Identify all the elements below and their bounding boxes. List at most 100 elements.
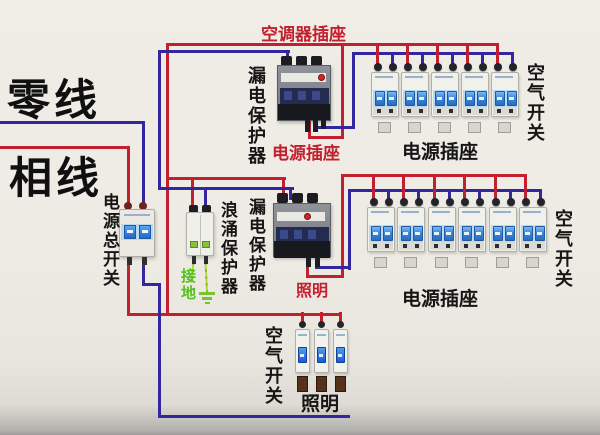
breaker-foot <box>369 242 393 250</box>
wire-p2-blue-out-v <box>348 189 351 270</box>
breaker-toggle <box>298 347 307 363</box>
din-clip <box>526 257 539 268</box>
wire-neutral-trunk-lower <box>158 283 161 418</box>
surge-body <box>186 212 214 256</box>
air-switch-2p-unit <box>488 174 517 270</box>
air-switch-2p-unit <box>401 43 429 135</box>
terminal-cap <box>296 56 307 66</box>
output-pin <box>313 120 318 132</box>
terminal-dot <box>479 63 487 71</box>
phase-drop-wire <box>376 43 379 65</box>
breaker-toggle <box>371 226 381 241</box>
output-pin <box>321 120 326 129</box>
breaker-body <box>371 72 399 117</box>
breaker-foot <box>460 242 485 250</box>
terminal-cap <box>189 205 198 213</box>
terminal-dot <box>404 63 412 71</box>
terminal-dot <box>419 63 427 71</box>
air-switch-row2-label: 空气开关 <box>553 209 573 289</box>
breaker-body <box>314 329 329 373</box>
terminal-cap <box>292 193 303 203</box>
wire-main-blue-out-h <box>142 283 161 286</box>
socket-row1-red-label: 电源插座 <box>272 144 340 163</box>
terminal-cap <box>311 56 322 66</box>
wire-lighting-bus-h <box>127 313 342 316</box>
leakage-protector-top-device <box>277 56 331 136</box>
neutral-drop-wire <box>391 52 394 65</box>
breaker-foot <box>399 242 424 250</box>
breaker-foot <box>403 107 427 115</box>
breaker-toggle <box>504 226 515 241</box>
breaker-toggle <box>462 226 473 241</box>
wire-main-blue-out-v <box>142 252 145 286</box>
terminal-dot <box>318 321 325 328</box>
neutral-drop-wire <box>451 52 454 65</box>
breaker-body <box>519 207 547 252</box>
terminal-dot <box>415 198 424 206</box>
terminal-dot <box>449 63 457 71</box>
terminal-dot <box>430 198 439 206</box>
toggle-section <box>276 227 329 241</box>
test-button <box>304 213 311 220</box>
terminal-cap <box>202 205 211 213</box>
lighting-mid-label: 照明 <box>296 283 329 300</box>
output-pin <box>315 257 320 267</box>
breaker-toggle <box>535 226 545 241</box>
breaker-toggle <box>317 347 326 363</box>
phase-drop-wire <box>301 312 304 323</box>
wire-p2-red-in-h <box>166 177 286 180</box>
air-switch-bottom-label: 空气开关 <box>263 326 283 406</box>
bottom-terminal <box>204 256 208 264</box>
wire-surge-blue-in-v <box>204 187 207 205</box>
phase-drop-wire <box>496 43 499 65</box>
label-strip <box>277 212 325 221</box>
breaker-foot <box>429 242 454 250</box>
protector-body <box>273 203 331 258</box>
air-switch-1p-unit <box>295 312 310 394</box>
air-switch-2p-unit <box>367 174 395 270</box>
socket-row1-label: 电源插座 <box>402 142 479 163</box>
neutral-drop-wire <box>387 189 390 200</box>
terminal-dot <box>299 321 306 328</box>
breaker-body <box>295 329 310 373</box>
test-button <box>318 74 325 81</box>
lighting-bottom-label: 照明 <box>301 394 340 415</box>
wire-phase-feed-h <box>0 146 130 149</box>
breaker-toggle <box>447 91 457 106</box>
breaker-body <box>427 207 456 252</box>
neutral-drop-wire <box>447 189 451 200</box>
breaker-foot <box>433 107 457 115</box>
wire-neutral-trunk-upper <box>158 50 161 190</box>
breaker-toggle <box>375 91 385 106</box>
breaker-body <box>431 72 459 117</box>
leakage-protector-mid-label: 漏电保护器 <box>246 198 265 293</box>
ground-symbol-bar3 <box>205 302 210 304</box>
din-clip <box>408 122 421 133</box>
ac-socket-label: 空调器插座 <box>261 25 346 44</box>
wire-p1-red-out-h <box>308 136 344 139</box>
wire-row1-blue-bus-h <box>352 52 514 55</box>
bottom-terminal <box>127 257 132 265</box>
bottom-wire-stub <box>297 376 308 392</box>
terminal-dot <box>494 63 502 71</box>
terminal-dot <box>445 198 454 206</box>
breaker-body <box>491 72 519 117</box>
terminal-dot <box>434 63 442 71</box>
terminal-dot <box>139 202 147 210</box>
breaker-toggle <box>417 91 427 106</box>
terminal-dot <box>400 198 409 206</box>
air-switch-2p-unit <box>371 43 399 135</box>
din-clip <box>378 122 391 133</box>
terminal-dot <box>537 198 545 206</box>
air-switch-2p-unit <box>519 174 547 270</box>
air-switch-2p-unit <box>491 43 519 135</box>
breaker-foot <box>521 242 545 250</box>
phase-drop-wire <box>372 174 375 200</box>
air-switch-row1-label: 空气开关 <box>525 63 545 143</box>
terminal-dot <box>337 321 344 328</box>
terminal-dot <box>491 198 500 206</box>
terminal-dot <box>389 63 397 71</box>
ground-symbol-bar1 <box>199 292 215 295</box>
breaker-foot <box>493 107 517 115</box>
